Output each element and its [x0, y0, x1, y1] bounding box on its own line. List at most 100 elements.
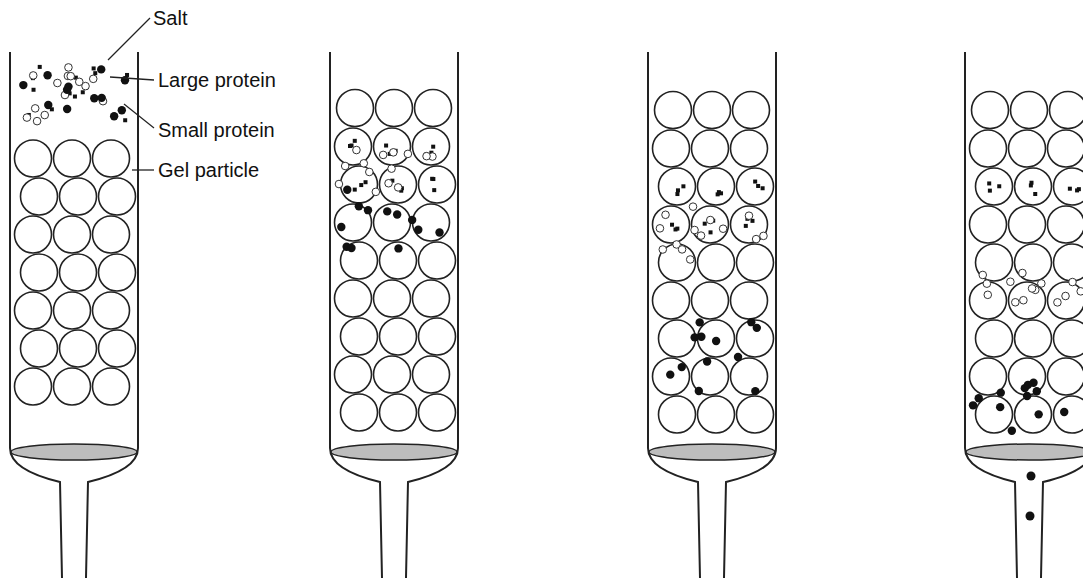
salt	[756, 184, 760, 188]
gel-particle	[380, 318, 417, 355]
gel-particle	[413, 204, 450, 241]
gel-particle	[698, 244, 735, 281]
gel-particle	[976, 244, 1013, 281]
small-protein	[41, 111, 49, 119]
gel-particle	[419, 166, 456, 203]
gel-particle	[659, 396, 696, 433]
small-protein	[745, 212, 753, 220]
large-protein	[712, 337, 720, 345]
salt	[1075, 188, 1079, 192]
leader-lines	[108, 18, 154, 170]
callout-label: Salt	[153, 8, 187, 28]
small-protein	[341, 162, 349, 170]
large-protein	[703, 357, 711, 365]
gel-particle	[1015, 396, 1052, 433]
large-protein	[393, 210, 401, 218]
gel-particle	[335, 204, 372, 241]
frit-disc	[11, 444, 137, 460]
gel-particle	[1054, 168, 1083, 205]
small-protein	[388, 165, 396, 173]
large-protein	[435, 228, 443, 236]
gel-particle	[21, 178, 58, 215]
small-protein	[1028, 285, 1036, 293]
gel-particle	[1009, 206, 1046, 243]
gel-particle	[1048, 358, 1083, 395]
large-protein	[44, 101, 52, 109]
salt	[1029, 181, 1033, 185]
gel-particle	[737, 396, 774, 433]
gel-particle	[653, 282, 690, 319]
gel-particle	[419, 318, 456, 355]
salt	[364, 180, 368, 184]
small-protein	[1038, 280, 1046, 288]
gel-particle	[692, 130, 729, 167]
large-protein	[695, 318, 703, 326]
salt	[93, 71, 97, 75]
salt	[431, 145, 435, 149]
gel-particle	[93, 368, 130, 405]
salt	[676, 188, 680, 192]
salt	[384, 144, 388, 148]
gel-particle	[698, 320, 735, 357]
small-protein	[697, 232, 705, 240]
small-protein	[706, 216, 714, 224]
small-protein	[82, 82, 90, 90]
small-protein	[719, 225, 727, 233]
gel-particle	[1048, 206, 1083, 243]
gel-particle	[976, 168, 1013, 205]
gel-particle	[698, 396, 735, 433]
small-protein	[366, 168, 374, 176]
gel-particle	[376, 90, 413, 127]
small-protein	[678, 246, 686, 254]
gel-particle	[341, 318, 378, 355]
large-protein	[690, 333, 698, 341]
gel-particle	[15, 140, 52, 177]
column-wall	[330, 52, 382, 578]
column-wall	[965, 52, 1017, 578]
column-wall	[406, 52, 458, 578]
gel-particle	[733, 92, 770, 129]
gel-particle	[1009, 130, 1046, 167]
small-protein	[1007, 278, 1015, 286]
gel-particle	[60, 330, 97, 367]
column-wall	[1041, 52, 1083, 578]
gel-particle	[970, 130, 1007, 167]
callout-label: Large protein	[158, 70, 276, 90]
large-protein	[408, 216, 416, 224]
small-protein	[23, 114, 31, 122]
gel-particle	[731, 130, 768, 167]
large-protein	[1023, 392, 1031, 400]
salt	[38, 65, 42, 69]
gel-particle	[1015, 168, 1052, 205]
gel-particle	[1054, 396, 1083, 433]
large-protein	[19, 81, 27, 89]
salt	[988, 189, 992, 193]
gel-particle	[60, 254, 97, 291]
small-protein	[686, 256, 694, 264]
gel-particle	[692, 282, 729, 319]
gel-particle	[415, 90, 452, 127]
gel-particle	[731, 358, 768, 395]
small-protein	[54, 79, 62, 87]
salt	[997, 184, 1001, 188]
small-protein	[1069, 278, 1077, 286]
large-protein	[347, 244, 355, 252]
callout-label: Small protein	[158, 120, 275, 140]
gel-particle	[419, 242, 456, 279]
small-protein	[983, 280, 991, 288]
large-protein	[996, 403, 1004, 411]
gel-particle	[419, 394, 456, 431]
frit-disc	[966, 444, 1083, 460]
frit-disc	[331, 444, 457, 460]
gel-particle	[692, 206, 729, 243]
large-protein	[975, 394, 983, 402]
gel-particle	[692, 358, 729, 395]
large-protein	[97, 65, 105, 73]
small-protein	[423, 152, 431, 160]
salt	[670, 223, 674, 227]
gel-particle	[380, 242, 417, 279]
large-protein	[343, 186, 351, 194]
frit-disc	[649, 444, 775, 460]
gel-particle	[1048, 130, 1083, 167]
gel-particle	[15, 292, 52, 329]
